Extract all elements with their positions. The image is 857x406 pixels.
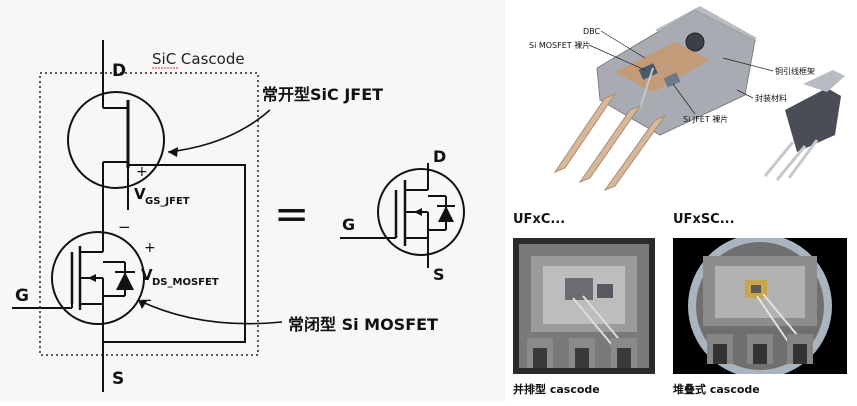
jfet-die-photo — [565, 278, 593, 300]
jfet-pointer — [167, 109, 271, 153]
to247-package-illustration: DBC Si MOSFET 裸片 Si JFET 裸片 铜引线框架 封装材料 — [505, 0, 857, 205]
eq-drain-label: D — [433, 147, 446, 166]
vgs-minus: − — [118, 218, 131, 236]
vgs-plus: + — [136, 164, 148, 180]
lead-3 — [603, 114, 667, 192]
package-panel: DBC Si MOSFET 裸片 Si JFET 裸片 铜引线框架 封装材料 U… — [505, 0, 857, 402]
lead-2 — [578, 104, 642, 184]
mosfet-label: 常闭型 Si MOSFET — [288, 315, 438, 334]
vds-plus: + — [144, 240, 156, 256]
package-tab — [803, 70, 845, 92]
finished-package — [785, 88, 841, 152]
eq-source-label: S — [433, 265, 445, 284]
left-photo-title: UFxC... — [513, 212, 566, 227]
mosfet-pointer — [137, 299, 283, 325]
mosfet-die-photo — [597, 284, 613, 298]
cascode-boundary — [39, 72, 259, 356]
equivalent-mosfet-circle — [377, 168, 465, 256]
side-by-side-photo — [513, 238, 655, 374]
jfet-circle — [67, 91, 165, 189]
equals-sign: = — [274, 189, 309, 238]
vgs-subscript: GS_JFET — [145, 196, 190, 207]
vds-subscript: DS_MOSFET — [152, 277, 219, 288]
right-photo-title: UFxSC... — [673, 212, 735, 227]
mosfet-circle — [51, 231, 145, 325]
body-diode — [116, 272, 134, 290]
jfet-die — [663, 72, 681, 88]
lead-frame-pad — [615, 42, 710, 92]
cascode-schematic-panel: D SiC Cascode 常开型SiC JFET + V GS_JFET − — [12, 40, 465, 392]
stacked-photo — [673, 238, 847, 374]
source-label: S — [112, 369, 124, 389]
dbc-label: DBC — [583, 27, 601, 36]
jfet-gate-return-wire — [103, 164, 246, 343]
lead-1 — [553, 92, 617, 174]
jfet-die-label: Si JFET 裸片 — [683, 114, 728, 124]
eq-body-diode — [438, 206, 454, 222]
leadframe-label: 铜引线框架 — [775, 66, 815, 76]
bond-wire — [639, 67, 654, 109]
vds-v: V — [141, 266, 153, 284]
mounting-hole-icon — [685, 32, 705, 52]
cascode-title: SiC Cascode — [152, 50, 245, 68]
cascode-schematic: D SiC Cascode 常开型SiC JFET + V GS_JFET − — [12, 40, 465, 392]
jfet-label: 常开型SiC JFET — [262, 85, 383, 104]
eq-gate-label: G — [342, 215, 355, 234]
gate-label: G — [15, 286, 29, 306]
right-photo-caption: 堆叠式 cascode — [673, 383, 760, 396]
mosfet-die-label: Si MOSFET 裸片 — [529, 40, 590, 50]
vgs-v: V — [134, 185, 146, 203]
mosfet-die — [638, 63, 658, 80]
mold-label: 封装材料 — [755, 93, 787, 103]
drain-label: D — [112, 61, 126, 81]
left-photo-caption: 并排型 cascode — [513, 383, 600, 396]
